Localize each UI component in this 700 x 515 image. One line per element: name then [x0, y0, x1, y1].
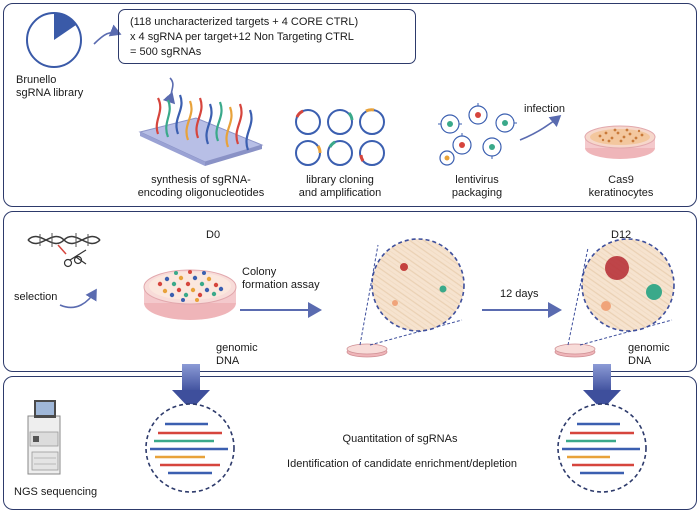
colony-magnified-d12-icon: [554, 238, 675, 358]
infection-label: infection: [524, 103, 565, 115]
keratinocytes-dish-icon: [584, 125, 656, 159]
d0-dish-icon: [143, 269, 237, 320]
oligo-chip-icon: [138, 77, 264, 166]
down-arrow-right-icon: [583, 364, 621, 410]
quantitation-label: Quantitation of sgRNAs: [342, 433, 458, 445]
panel-analysis: [3, 376, 697, 510]
d12-label: D12: [611, 229, 632, 241]
identification-label: Identification of candidate enrichment/d…: [287, 458, 517, 470]
ngs-label: NGS sequencing: [14, 486, 98, 498]
ngs-sequencer-icon: [27, 400, 61, 475]
colony-assay-label: Colony formation assay: [242, 266, 320, 291]
arrow-icon: [519, 114, 562, 141]
calc-line: x 4 sgRNA per target+12 Non Targeting CT…: [130, 31, 354, 43]
colony-magnified-early-icon: [346, 238, 465, 358]
panel-screen: [3, 211, 697, 372]
panel-library-prep: [3, 3, 697, 207]
dna-scissors-icon: [27, 233, 101, 268]
genomic-dna-right-label: genomic DNA: [628, 342, 670, 367]
down-arrow-left-icon: [172, 364, 210, 410]
cloning-label: library cloning and amplification: [298, 174, 382, 199]
lentivirus-label: lentivirus packaging: [451, 174, 503, 199]
lentivirus-icon: [438, 103, 517, 166]
sgrna-reads-left-icon: [145, 403, 235, 493]
genomic-dna-left-label: genomic DNA: [216, 342, 258, 367]
arrow-icon: [93, 24, 122, 45]
twelve-days-label: 12 days: [500, 288, 539, 300]
library-pie-icon: [26, 12, 82, 68]
arrow-icon: [59, 288, 97, 309]
calc-line: = 500 sgRNAs: [130, 46, 202, 58]
sgrna-reads-right-icon: [557, 403, 647, 493]
selection-label: selection: [14, 291, 58, 303]
library-calculation-box: (118 uncharacterized targets + 4 CORE CT…: [118, 9, 416, 64]
keratinocytes-label: Cas9 keratinocytes: [588, 174, 654, 199]
plasmid-library-icon: [295, 108, 385, 166]
library-label: Brunello sgRNA library: [16, 74, 84, 99]
synthesis-label: synthesis of sgRNA- encoding oligonucleo…: [137, 174, 265, 199]
calc-line: (118 uncharacterized targets + 4 CORE CT…: [130, 16, 359, 28]
d0-label: D0: [206, 229, 221, 241]
